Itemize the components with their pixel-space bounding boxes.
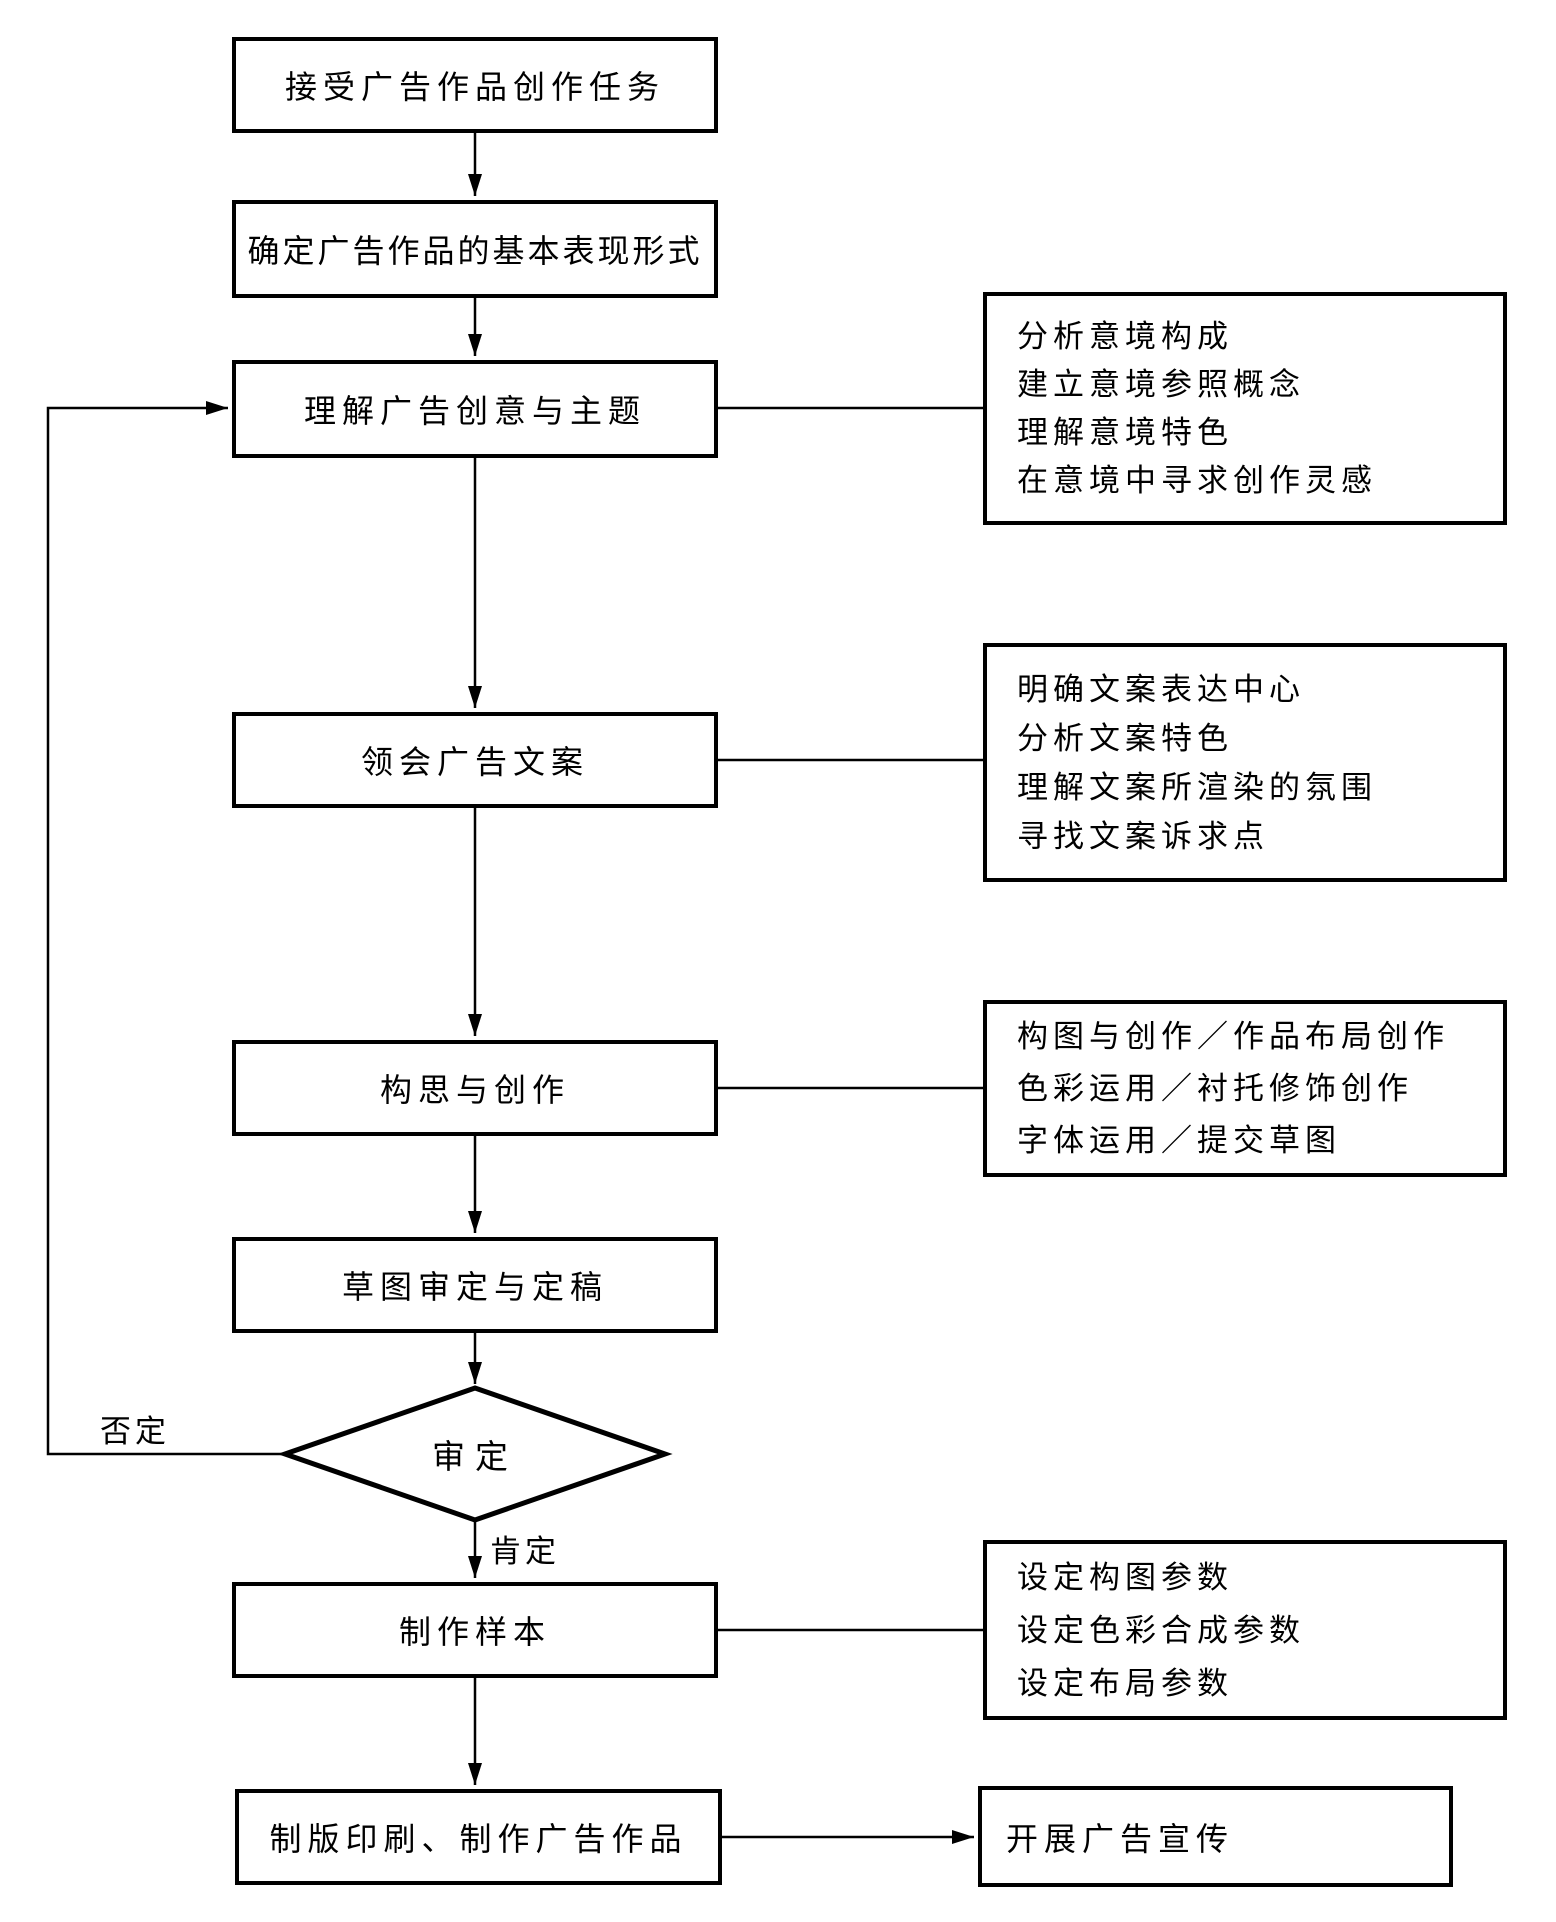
note-line: 字体运用／提交草图 (1017, 1122, 1341, 1158)
edge-label-yes: 肯定 (490, 1534, 560, 1569)
node-plate-print: 制版印刷、制作广告作品 (235, 1789, 722, 1885)
note-line: 理解文案所渲染的氛围 (1017, 769, 1377, 805)
note-creation-methods: 构图与创作／作品布局创作 色彩运用／衬托修饰创作 字体运用／提交草图 (983, 1000, 1507, 1177)
note-creative-analysis: 分析意境构成 建立意境参照概念 理解意境特色 在意境中寻求创作灵感 (983, 292, 1507, 525)
note-line: 分析意境构成 (1017, 318, 1233, 354)
note-line: 建立意境参照概念 (1017, 366, 1305, 402)
node-conceive-create: 构思与创作 (232, 1040, 718, 1136)
note-line: 设定色彩合成参数 (1017, 1612, 1305, 1648)
node-accept-task: 接受广告作品创作任务 (232, 37, 718, 133)
node-draft-review: 草图审定与定稿 (232, 1237, 718, 1333)
note-line: 明确文案表达中心 (1017, 671, 1305, 707)
node-decision-review: 审定 (432, 1440, 518, 1476)
note-copy-analysis: 明确文案表达中心 分析文案特色 理解文案所渲染的氛围 寻找文案诉求点 (983, 643, 1507, 882)
note-line: 设定布局参数 (1017, 1665, 1233, 1701)
note-sample-parameters: 设定构图参数 设定色彩合成参数 设定布局参数 (983, 1540, 1507, 1720)
decision-diamond-shape (277, 1385, 673, 1523)
node-comprehend-copy: 领会广告文案 (232, 712, 718, 808)
note-line: 理解意境特色 (1017, 414, 1233, 450)
note-line: 构图与创作／作品布局创作 (1017, 1018, 1449, 1054)
node-launch-campaign: 开展广告宣传 (978, 1786, 1453, 1887)
note-line: 色彩运用／衬托修饰创作 (1017, 1070, 1413, 1106)
edge-label-no: 否定 (100, 1414, 170, 1449)
note-line: 在意境中寻求创作灵感 (1017, 462, 1377, 498)
note-line: 寻找文案诉求点 (1017, 818, 1269, 854)
edge-decision-no-loop (46, 401, 285, 1456)
note-line: 分析文案特色 (1017, 720, 1233, 756)
note-line: 设定构图参数 (1017, 1559, 1233, 1595)
node-determine-form: 确定广告作品的基本表现形式 (232, 200, 718, 298)
node-make-sample: 制作样本 (232, 1582, 718, 1678)
node-understand-creative: 理解广告创意与主题 (232, 360, 718, 458)
